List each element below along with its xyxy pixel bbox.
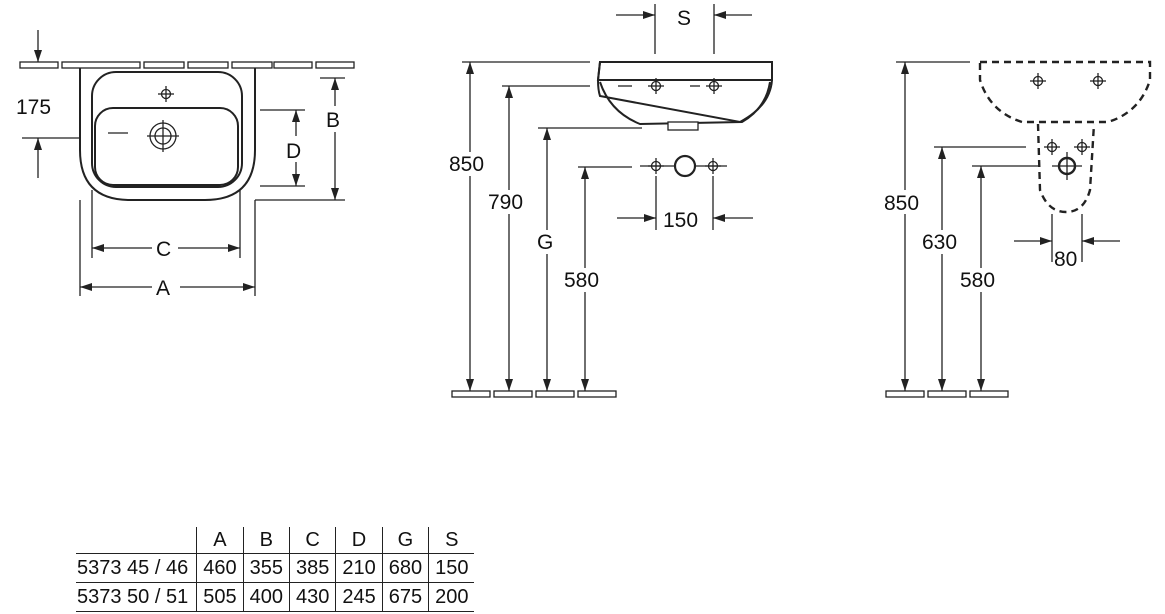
dim-630-pedestal: 630 <box>920 146 1026 391</box>
dim-g-label: G <box>537 231 553 254</box>
dim-790-side: 790 <box>486 85 590 391</box>
dim-850-side: 850 <box>448 61 590 391</box>
dim-b: B <box>255 77 346 201</box>
table-cell: 385 <box>288 553 336 583</box>
table-cell: 430 <box>288 582 336 612</box>
table-header-row: A B C D G S <box>76 527 475 554</box>
table-cell: 245 <box>335 582 383 612</box>
table-row: 5373 45 / 46 460 355 385 210 680 150 <box>76 553 475 583</box>
pedestal-outline-dashed <box>1036 123 1096 214</box>
dim-175-label: 175 <box>16 96 51 119</box>
table-cell: 5373 50 / 51 <box>77 586 189 608</box>
dim-d-label: D <box>286 140 301 163</box>
dim-580-pedestal: 580 <box>958 165 1040 391</box>
table-cell: 675 <box>381 582 429 612</box>
floor-line-side <box>451 390 617 398</box>
basin-outline-dashed <box>978 60 1152 124</box>
wall-line <box>19 61 355 69</box>
dim-a-label: A <box>156 277 170 300</box>
dim-80: 80 <box>1014 214 1120 271</box>
table-cell: 505 <box>196 582 244 612</box>
table-row: 5373 50 / 51 505 400 430 245 675 200 <box>76 582 475 612</box>
dimension-table: A B C D G S 5373 45 / 46 460 355 385 210… <box>76 527 475 612</box>
dim-580-side: 580 <box>562 166 632 391</box>
side-view: S 850 790 <box>448 4 773 398</box>
dim-a: A <box>79 200 256 300</box>
dim-850-pedestal-label: 850 <box>884 192 919 215</box>
dim-850-pedestal: 850 <box>882 61 970 391</box>
dim-g-side: G <box>535 127 642 391</box>
table-cell: 400 <box>242 582 290 612</box>
dim-580-label: 580 <box>564 269 599 292</box>
dim-630-pedestal-label: 630 <box>922 231 957 254</box>
dim-850-label: 850 <box>449 153 484 176</box>
table-header: S <box>428 527 475 554</box>
dim-150: 150 <box>617 176 753 232</box>
dim-790-label: 790 <box>488 191 523 214</box>
table-cell: 5373 45 / 46 <box>77 557 189 579</box>
dim-b-label: B <box>326 109 340 132</box>
table-cell: 355 <box>242 553 290 583</box>
drain-icon <box>108 120 179 152</box>
table-cell: 150 <box>428 553 475 583</box>
dim-80-label: 80 <box>1054 248 1077 271</box>
table-cell: 200 <box>428 582 475 612</box>
table-header: B <box>242 527 290 554</box>
table-header: D <box>335 527 383 554</box>
dim-175: 175 <box>16 30 80 178</box>
table-header: A <box>196 527 244 554</box>
dim-580-pedestal-label: 580 <box>960 269 995 292</box>
table-cell: 210 <box>335 553 383 583</box>
table-cell: 680 <box>381 553 429 583</box>
floor-line-pedestal <box>885 390 1009 398</box>
dim-s-label: S <box>677 7 691 30</box>
table-header <box>76 527 197 554</box>
supply-connections <box>640 154 727 178</box>
dim-150-label: 150 <box>663 209 698 232</box>
table-header: C <box>288 527 336 554</box>
dim-c-label: C <box>156 238 171 261</box>
dim-d: D <box>260 109 308 187</box>
basin-bowl <box>94 107 239 186</box>
top-view: 175 B D <box>16 30 355 300</box>
dim-s: S <box>616 4 752 54</box>
table-header: G <box>381 527 429 554</box>
basin-outline-side <box>596 61 773 124</box>
basin-outline-top <box>79 68 256 201</box>
pedestal-view: 850 630 580 80 <box>882 60 1152 398</box>
basin-rim-inner <box>91 71 243 188</box>
table-cell: 460 <box>196 553 244 583</box>
dim-c: C <box>91 190 241 261</box>
